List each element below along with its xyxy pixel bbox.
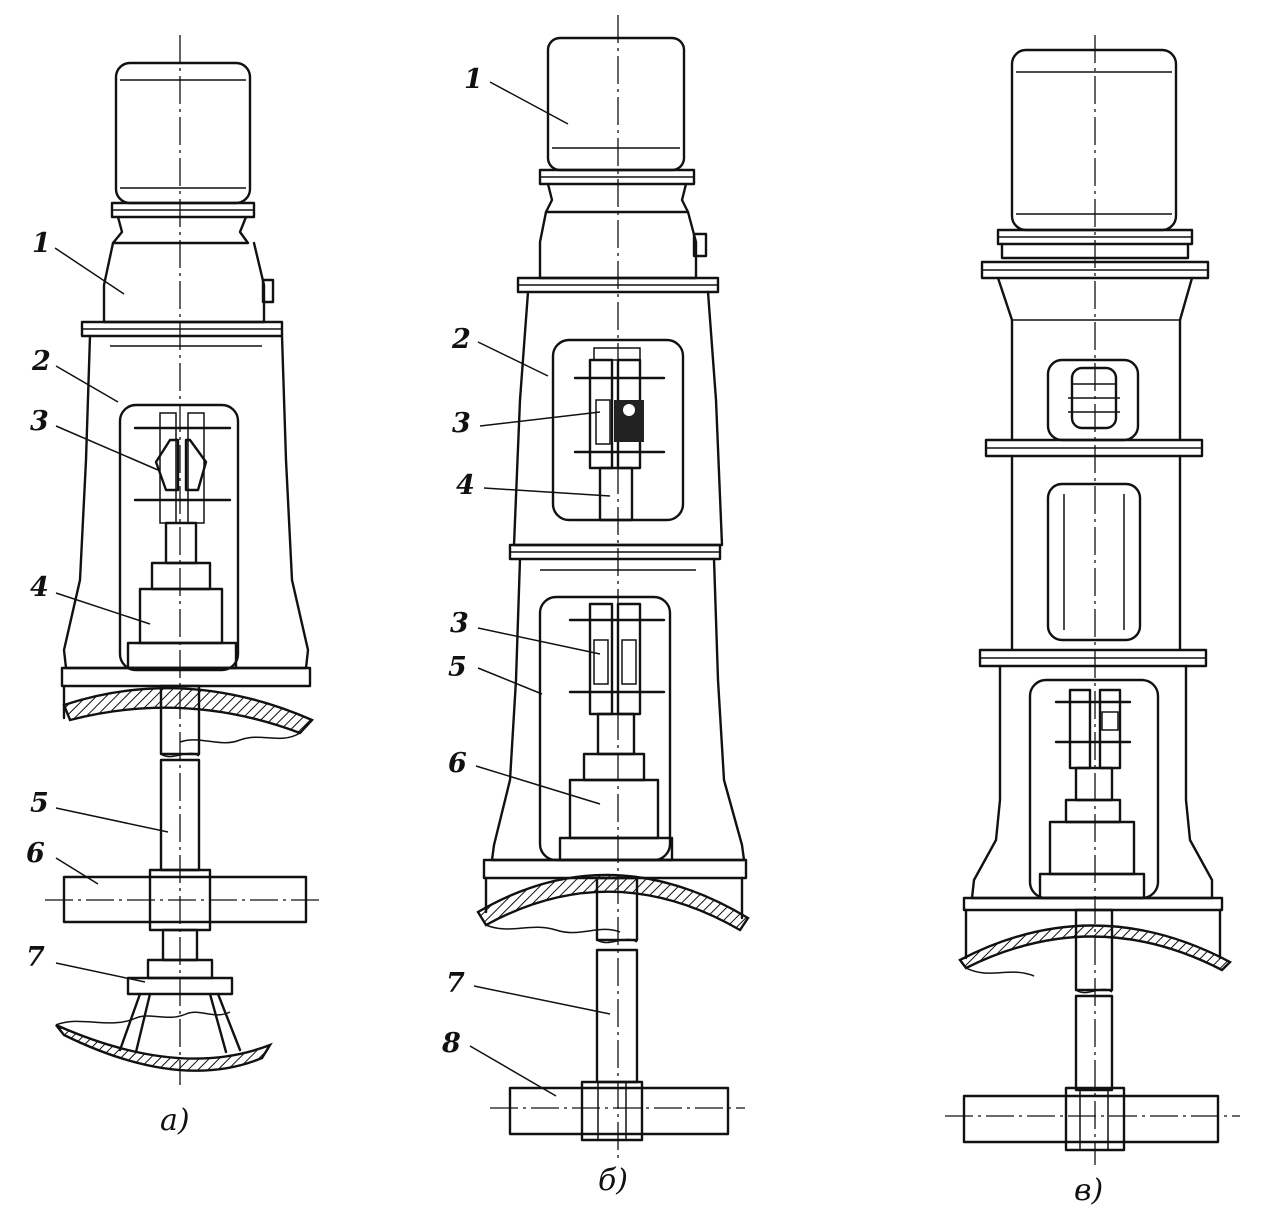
labels-a: 1 2 3 4 5 6 7	[26, 228, 169, 983]
label-b-8: 8	[441, 1028, 461, 1059]
shaft-c	[1074, 994, 1114, 1092]
motor-b	[538, 36, 696, 214]
label-b-3-lower: 3	[450, 608, 469, 639]
motor-c	[996, 48, 1194, 260]
label-a-6: 6	[26, 838, 45, 869]
label-b-1: 1	[464, 64, 483, 95]
gear-c	[1048, 820, 1136, 876]
coupling-c	[1054, 688, 1132, 770]
label-b-3: 3	[452, 408, 471, 439]
coupling-a	[133, 412, 232, 524]
label-b-6: 6	[448, 748, 467, 779]
body-a	[62, 334, 310, 670]
figure-b: 1 2 3 4 3 5 6 7 8 б)	[441, 15, 750, 1198]
figure-a: 1 2 3 4 5 6 7 а)	[26, 35, 320, 1138]
base-b	[476, 873, 750, 932]
window-mid-c	[1046, 482, 1142, 642]
label-b-7: 7	[446, 968, 465, 999]
caption-a: а)	[160, 1103, 190, 1138]
label-b-2: 2	[451, 324, 471, 355]
coupling-upper-b	[573, 347, 666, 470]
window-a	[118, 403, 240, 672]
label-b-4: 4	[456, 470, 475, 501]
anchor-a	[55, 958, 273, 1072]
gear-a	[150, 561, 212, 591]
base-a	[62, 686, 315, 735]
coupling-lower-b	[568, 602, 666, 716]
figure-c: в)	[945, 35, 1240, 1208]
label-a-7: 7	[26, 942, 45, 973]
motor-a	[110, 61, 256, 245]
label-a-3: 3	[30, 406, 49, 437]
shaft-b	[595, 948, 639, 1084]
impeller-c	[962, 1094, 1220, 1144]
label-a-2: 2	[31, 346, 51, 377]
label-a-1: 1	[32, 228, 51, 259]
gear-b	[568, 778, 660, 840]
labels-b: 1 2 3 4 3 5 6 7 8	[441, 64, 611, 1097]
impeller-b	[508, 1086, 730, 1136]
base-c	[958, 924, 1232, 972]
window-lower-b	[538, 595, 672, 862]
caption-b: б)	[598, 1163, 628, 1198]
label-b-5: 5	[448, 652, 467, 683]
caption-c: в)	[1074, 1173, 1103, 1208]
label-a-4: 4	[30, 572, 49, 603]
label-a-5: 5	[30, 788, 49, 819]
lantern-a	[102, 241, 266, 324]
